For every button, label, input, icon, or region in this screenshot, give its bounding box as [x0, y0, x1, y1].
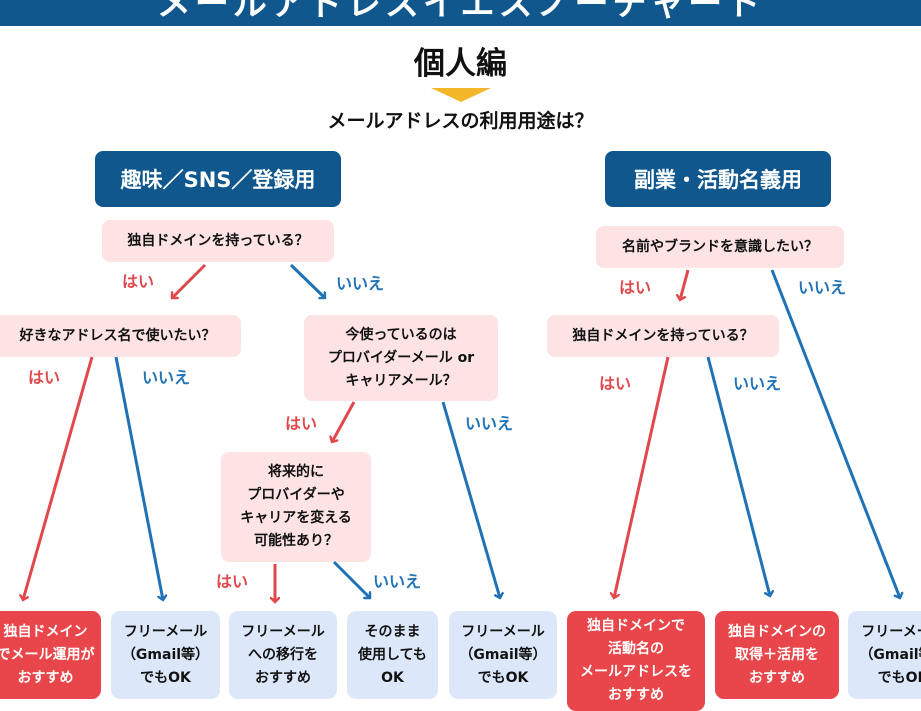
result-acquire-domain: 独自ドメインの 取得＋活用を おすすめ: [715, 611, 839, 699]
label-yes: はい: [599, 374, 632, 393]
header-banner: メールアドレスイエスノーチャート: [0, 0, 921, 26]
arrow-no: [114, 356, 163, 600]
question-own-domain-right: 独自ドメインを持っている？: [547, 315, 779, 357]
arrow-no: [706, 356, 770, 596]
arrow-no: [114, 263, 900, 600]
label-no: いいえ: [336, 274, 385, 293]
label-yes: はい: [619, 278, 652, 297]
arrow-yes: [23, 263, 690, 602]
label-yes: はい: [216, 572, 249, 591]
arrow-no: [770, 269, 900, 598]
banner-title: メールアドレスイエスノーチャート: [156, 0, 765, 24]
arrow-yes: [680, 269, 690, 300]
arrow-yes: [23, 356, 94, 600]
arrow-yes: [332, 401, 356, 442]
arrow-yes: [614, 356, 670, 598]
label-no: いいえ: [373, 572, 422, 591]
question-brand-name: 名前やブランドを意識したい？: [596, 226, 844, 268]
label-no: いいえ: [733, 374, 782, 393]
label-no: いいえ: [465, 414, 514, 433]
arrow-yes: [172, 263, 207, 298]
label-yes: はい: [122, 272, 155, 291]
result-free-mail-ok: フリーメール （Gmail等） でもOK: [848, 611, 921, 699]
label-yes: はい: [28, 368, 61, 387]
result-keep-using: そのまま 使用しても OK: [347, 611, 438, 699]
result-migrate-free-mail: フリーメール への移行を おすすめ: [229, 611, 337, 699]
label-yes: はい: [285, 414, 318, 433]
page-title: 個人編: [414, 46, 507, 82]
result-domain-activity-name: 独自ドメインで 活動名の メールアドレスを おすすめ: [567, 611, 705, 711]
down-triangle-icon: [431, 88, 491, 102]
main-question: メールアドレスの利用用途は？: [327, 110, 594, 132]
result-free-mail-ok: フリーメール （Gmail等） でもOK: [449, 611, 557, 699]
arrow-no: [289, 263, 325, 298]
result-own-domain-mail: 独自ドメイン でメール運用が おすすめ: [0, 611, 101, 699]
category-hobby-sns: 趣味／SNS／登録用: [95, 151, 341, 207]
question-preferred-address: 好きなアドレス名で使いたい？: [0, 315, 241, 357]
result-free-mail-ok: フリーメール （Gmail等） でもOK: [111, 611, 220, 699]
question-own-domain-left: 独自ドメインを持っている？: [102, 220, 334, 262]
arrow-no: [441, 401, 500, 598]
question-provider-mail: 今使っているのは プロバイダーメール or キャリアメール？: [304, 315, 498, 401]
question-change-provider: 将来的に プロバイダーや キャリアを変える 可能性あり？: [221, 452, 371, 562]
label-no: いいえ: [142, 368, 191, 387]
category-side-business: 副業・活動名義用: [605, 151, 831, 207]
label-no: いいえ: [798, 278, 847, 297]
arrow-no: [332, 560, 370, 598]
